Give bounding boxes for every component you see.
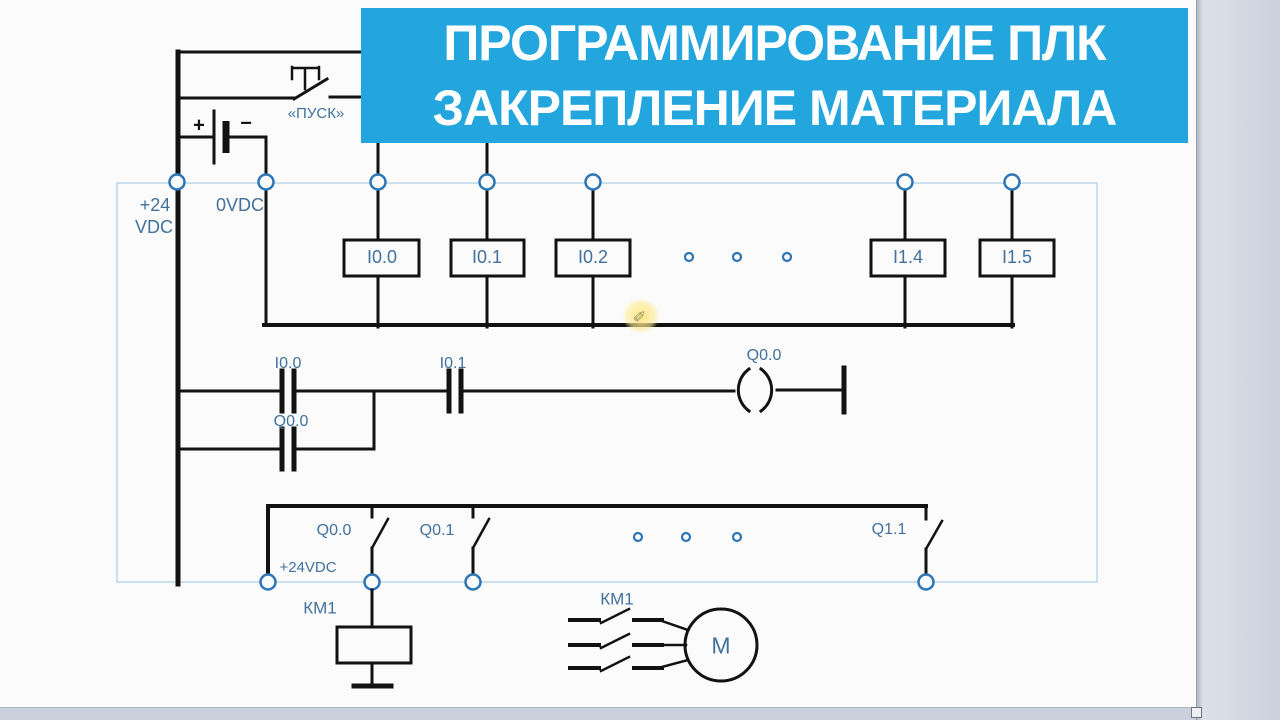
title-line-1: ПРОГРАММИРОВАНИЕ ПЛК [443,14,1106,71]
ladder-contact-b-label: I0.1 [439,355,467,373]
input-box-i0-2 [554,238,632,278]
battery-minus-sign: − [240,112,252,135]
power-wiring [175,49,363,587]
ellipsis-dots-outputs [632,531,743,543]
corner-handle [1191,707,1202,718]
output-terminal-circles [259,573,935,591]
plc-output-section [266,504,944,576]
start-pushbutton-icon [290,65,330,102]
plc-boundary-box [116,182,1098,583]
rail-label-vdc: VDC [134,217,174,238]
start-button-label: «ПУСК» [287,104,345,122]
battery-icon [176,109,268,176]
ladder-parallel-contact-label: Q0.0 [273,413,309,431]
input-feed-wires [376,141,489,176]
title-banner: ПРОГРАММИРОВАНИЕ ПЛК ЗАКРЕПЛЕНИЕ МАТЕРИА… [361,8,1188,143]
input-box-i1-4 [869,238,947,278]
ellipsis-dots-inputs [683,251,793,263]
input-label-i0-0: I0.0 [366,247,398,268]
ladder-rung [176,365,847,472]
coil-right-arc [758,366,774,414]
motor-branch [568,607,759,683]
title-line-2: ЗАКРЕПЛЕНИЕ МАТЕРИАЛА [432,79,1118,136]
contactor-contacts-label: КМ1 [600,589,634,609]
bottom-gray-strip [0,707,1197,720]
input-label-i1-5: I1.5 [1001,247,1033,268]
motor-circle [683,607,759,683]
input-box-i0-1 [449,238,526,278]
ladder-coil-label: Q0.0 [746,347,782,365]
rail-label-plus24: +24 [139,195,171,216]
motor-label: М [711,632,731,659]
input-label-i1-4: I1.4 [892,247,924,268]
input-label-i0-2: I0.2 [577,247,609,268]
ladder-contact-a-label: I0.0 [274,355,302,373]
input-box-i0-0 [342,238,421,278]
pencil-cursor-icon: ✎ [633,309,650,323]
coil-left-arc [736,366,752,414]
contactor-coil-label: КМ1 [303,598,337,618]
neutral-label: 0VDC [215,195,265,216]
output-switch-label-q0-0: Q0.0 [316,522,352,540]
battery-plus-sign: + [193,114,205,137]
output-supply-label: +24VDC [279,558,337,576]
presenter-cursor-highlight: ✎ [616,292,666,340]
input-box-i1-5 [978,238,1056,278]
output-switch-label-q0-1: Q0.1 [419,522,455,540]
contactor-coil-icon [335,588,413,689]
input-label-i0-1: I0.1 [471,247,503,268]
output-switch-label-q1-1: Q1.1 [871,521,907,539]
input-terminal-circles [168,173,1021,191]
right-gray-panel [1196,0,1280,720]
